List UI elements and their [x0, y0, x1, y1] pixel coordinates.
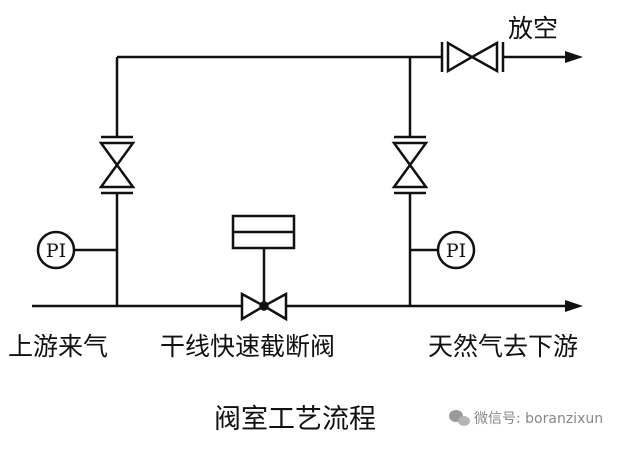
valve-actuator — [231, 214, 296, 250]
right-pressure-indicator: PI — [410, 230, 476, 270]
wechat-watermark: 微信号: boranzixun — [449, 410, 603, 427]
watermark-text: 微信号: boranzixun — [474, 411, 603, 427]
pi-left-label: PI — [46, 240, 66, 262]
mainline-shutoff-valve — [240, 248, 288, 322]
pi-right-label: PI — [446, 240, 466, 262]
main-pipeline-arrow — [565, 300, 583, 312]
vent-label: 放空 — [508, 14, 558, 43]
diagram-caption: 阀室工艺流程 — [214, 404, 376, 435]
downstream-gas-label: 天然气去下游 — [428, 332, 578, 361]
vent-line-arrow — [565, 51, 583, 63]
vent-valve — [440, 40, 505, 74]
mainline-valve-label: 干线快速截断阀 — [160, 332, 335, 361]
wechat-icon — [449, 410, 470, 426]
upstream-gas-label: 上游来气 — [8, 332, 108, 361]
left-pressure-indicator: PI — [36, 230, 117, 270]
right-branch-valve — [391, 135, 429, 195]
left-branch-valve — [98, 135, 136, 195]
